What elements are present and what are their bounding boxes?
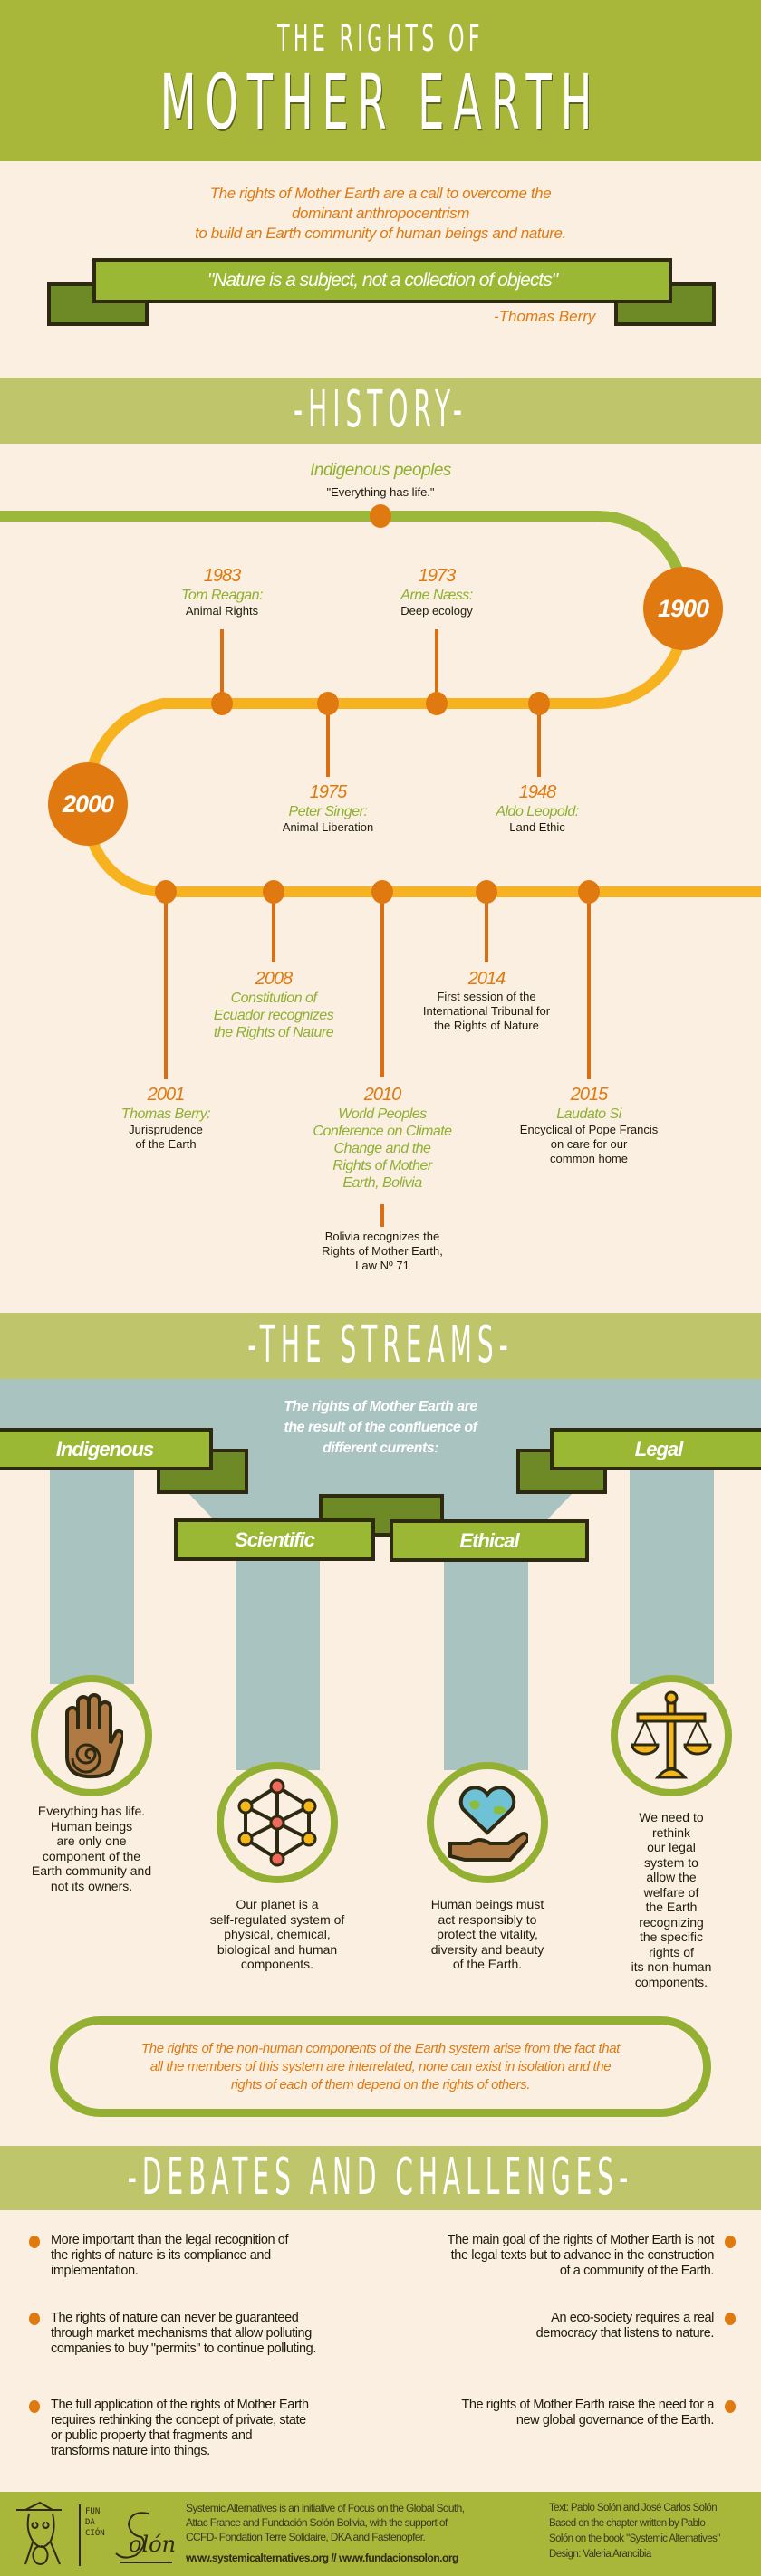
stream-label-indigenous: Indigenous bbox=[0, 1428, 213, 1470]
svg-text:FUN: FUN bbox=[85, 2507, 100, 2516]
molecule-network-icon bbox=[237, 1778, 317, 1867]
debate-right-2: An eco-society requires a real democracy… bbox=[535, 2311, 715, 2341]
timeline-dot bbox=[371, 880, 393, 904]
event-2010-law: Bolivia recognizes the Rights of Mother … bbox=[322, 1230, 443, 1272]
stream-circle-legal bbox=[611, 1675, 732, 1796]
milestone-1900-circle bbox=[643, 567, 723, 650]
stream-label-ethical: Ethical bbox=[390, 1519, 589, 1562]
scales-icon bbox=[631, 1690, 712, 1779]
origin-title: Indigenous peoples bbox=[310, 461, 451, 480]
timeline-dot bbox=[263, 880, 284, 904]
stream-column-ethical bbox=[444, 1557, 528, 1770]
history-band: -HISTORY- bbox=[0, 378, 761, 444]
history-title: -HISTORY- bbox=[294, 380, 467, 439]
timeline-line-yellow bbox=[82, 615, 761, 897]
stream-column-scientific bbox=[236, 1557, 320, 1770]
bullet-icon bbox=[725, 2236, 736, 2248]
timeline-dot bbox=[528, 692, 550, 715]
stream-text-legal: We need to rethink our legal system to a… bbox=[631, 1810, 712, 1989]
footer-credits: Text: Pablo Solón and José Carlos Solón … bbox=[549, 2503, 720, 2560]
heart-earth-hand-icon bbox=[448, 1785, 528, 1862]
timeline-dot bbox=[476, 880, 497, 904]
streams-title: -THE STREAMS- bbox=[247, 1316, 514, 1374]
footer: FUN DA CIÓN olón Systemic Alternatives i… bbox=[0, 2492, 761, 2576]
milestone-2000: 2000 bbox=[62, 790, 114, 818]
fundacion-solon-logo: FUN DA CIÓN olón bbox=[16, 2501, 176, 2566]
timeline-dot bbox=[211, 692, 233, 715]
streams-intro: The rights of Mother Earth are the resul… bbox=[284, 1399, 477, 1456]
timeline-dot bbox=[317, 692, 339, 715]
stream-text-ethical: Human beings must act responsibly to pro… bbox=[430, 1897, 544, 1971]
title-line-2: MOTHER EARTH bbox=[159, 58, 602, 147]
quote-author: -Thomas Berry bbox=[494, 308, 596, 325]
stream-circle-ethical bbox=[427, 1762, 548, 1883]
footer-links[interactable]: www.systemicalternatives.org // www.fund… bbox=[186, 2552, 458, 2564]
bullet-icon bbox=[29, 2236, 40, 2248]
stream-text-indigenous: Everything has life. Human beings are on… bbox=[31, 1804, 152, 1893]
bullet-icon bbox=[725, 2313, 736, 2325]
bullet-icon bbox=[29, 2313, 40, 2325]
debates-title: -DEBATES AND CHALLENGES- bbox=[127, 2148, 634, 2207]
timeline-dot bbox=[155, 880, 177, 904]
debate-left-2: The rights of nature can never be guaran… bbox=[51, 2311, 316, 2356]
stream-text-scientific: Our planet is a self-regulated system of… bbox=[209, 1897, 345, 1971]
stream-circle-indigenous bbox=[31, 1675, 152, 1796]
conclusion-box: The rights of the non-human components o… bbox=[50, 2016, 711, 2117]
debates-band: -DEBATES AND CHALLENGES- bbox=[0, 2146, 761, 2210]
conclusion-text: The rights of the non-human components o… bbox=[141, 2040, 620, 2092]
debate-left-1: More important than the legal recognitio… bbox=[51, 2233, 289, 2278]
title-line-1: THE RIGHTS OF bbox=[277, 18, 484, 60]
timeline-dot bbox=[426, 692, 448, 715]
timeline-dot bbox=[370, 504, 391, 528]
debate-left-3: The full application of the rights of Mo… bbox=[51, 2398, 309, 2458]
intro-text: The rights of Mother Earth are a call to… bbox=[195, 185, 566, 242]
svg-text:olón: olón bbox=[129, 2532, 176, 2557]
stream-column-indigenous bbox=[50, 1467, 134, 1684]
hand-spiral-icon bbox=[65, 1692, 123, 1778]
stream-label-legal: Legal bbox=[550, 1428, 761, 1470]
debate-right-1: The main goal of the rights of Mother Ea… bbox=[447, 2233, 715, 2278]
milestone-2000-circle bbox=[48, 762, 128, 846]
milestone-1900: 1900 bbox=[657, 595, 709, 622]
svg-text:CIÓN: CIÓN bbox=[85, 2527, 105, 2538]
svg-text:DA: DA bbox=[85, 2518, 95, 2527]
quote-text: "Nature is a subject, not a collection o… bbox=[207, 270, 558, 291]
timeline-dot bbox=[578, 880, 600, 904]
header: THE RIGHTS OF MOTHER EARTH bbox=[0, 0, 761, 161]
bullet-icon bbox=[29, 2400, 40, 2413]
stream-label-scientific: Scientific bbox=[174, 1518, 375, 1561]
footer-about: Systemic Alternatives is an initiative o… bbox=[186, 2502, 465, 2543]
origin-text: "Everything has life." bbox=[326, 485, 435, 499]
timeline bbox=[0, 504, 761, 1227]
streams-band: -THE STREAMS- bbox=[0, 1313, 761, 1379]
stream-circle-scientific bbox=[217, 1762, 338, 1883]
bullet-icon bbox=[725, 2400, 736, 2413]
timeline-line-green bbox=[0, 511, 689, 603]
debate-right-3: The rights of Mother Earth raise the nee… bbox=[461, 2398, 714, 2428]
stream-column-legal bbox=[630, 1467, 714, 1684]
quote-ribbon: "Nature is a subject, not a collection o… bbox=[92, 258, 672, 303]
